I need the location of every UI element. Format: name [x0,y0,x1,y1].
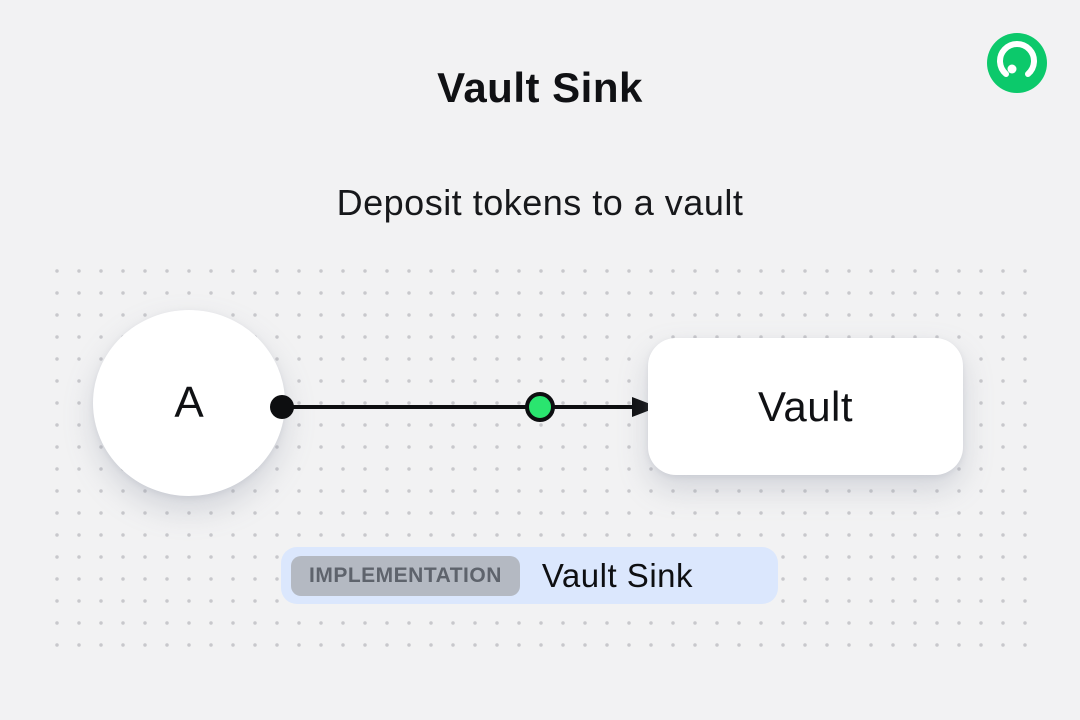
page-title: Vault Sink [437,64,643,111]
page-subtitle: Deposit tokens to a vault [336,182,744,223]
edge-green-dot-icon [525,392,555,422]
node-source-label: A [174,378,204,427]
node-vault: Vault [648,338,963,475]
node-source: A [93,310,285,496]
flow-arrow [270,392,658,422]
arrowhead-icon [632,397,658,417]
implementation-tag: IMPLEMENTATION [291,555,520,596]
implementation-badge: IMPLEMENTATION Vault Sink [281,547,778,604]
edge-start-dot-icon [270,395,294,419]
node-vault-label: Vault [757,382,854,430]
implementation-label: Vault Sink [541,556,694,594]
superfluid-logo-icon [987,33,1047,93]
